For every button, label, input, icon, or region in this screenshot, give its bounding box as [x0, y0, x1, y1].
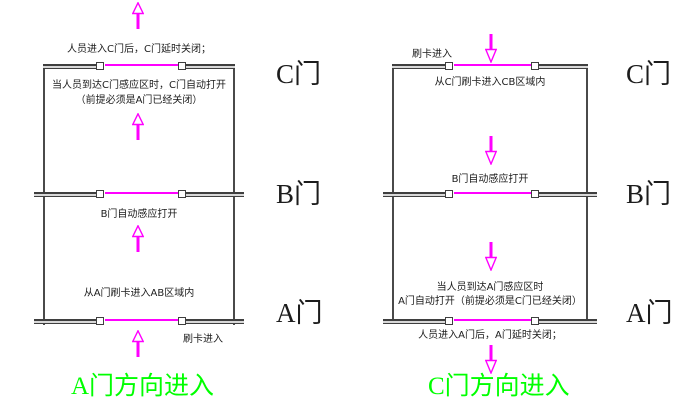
- door-sensor-icon: [445, 62, 453, 70]
- door-opening-line: [105, 319, 182, 321]
- down-arrow-icon: [484, 33, 498, 64]
- down-arrow-icon: [484, 241, 498, 272]
- wall-segment: [186, 64, 235, 69]
- right-flow-title: C门方向进入: [428, 373, 570, 400]
- door-a-edge-right: [383, 317, 597, 329]
- door-sensor-icon: [96, 62, 104, 70]
- left-bc-note-line1: 当人员到达C门感应区时，C门自动打开: [52, 80, 226, 91]
- left-bc-note-line2: （前提必须是A门已经关闭）: [75, 95, 203, 106]
- door-c-edge-right: [392, 62, 588, 74]
- door-c-edge-left: [43, 62, 235, 74]
- up-arrow-icon: [131, 224, 145, 253]
- door-sensor-icon: [531, 62, 539, 70]
- wall-segment: [539, 64, 588, 69]
- wall-segment: [186, 319, 244, 324]
- door-a-edge-left: [34, 317, 244, 329]
- door-opening-line: [105, 192, 182, 194]
- left-exit-caption: 人员进入C门后，C门延时关闭；: [67, 44, 211, 55]
- door-opening-line: [105, 64, 182, 66]
- door-opening-line: [454, 192, 535, 194]
- right-exit-caption: 人员进入A门后，A门延时关闭；: [418, 330, 562, 341]
- down-arrow-icon: [484, 344, 498, 375]
- wall-segment: [539, 319, 597, 324]
- wall-segment: [43, 64, 98, 69]
- left-ab-entry-note: 从A门刷卡进入AB区域内: [83, 288, 195, 299]
- door-label-c-right: C门: [626, 59, 672, 89]
- right-cb-sensor-note: B门自动感应打开: [451, 174, 529, 185]
- door-sensor-icon: [445, 190, 453, 198]
- left-swipe-label: 刷卡进入: [183, 334, 223, 345]
- door-sensor-icon: [178, 317, 186, 325]
- door-sensor-icon: [96, 317, 104, 325]
- wall-segment: [34, 319, 98, 324]
- door-sensor-icon: [531, 317, 539, 325]
- right-swipe-label: 刷卡进入: [412, 49, 452, 60]
- door-opening-line: [454, 319, 535, 321]
- wall-segment: [383, 192, 447, 197]
- left-ab-sensor-note: B门自动感应打开: [100, 209, 178, 220]
- wall-segment: [539, 192, 597, 197]
- down-arrow-icon: [484, 135, 498, 166]
- wall-segment: [383, 319, 447, 324]
- door-sensor-icon: [178, 190, 186, 198]
- right-cb-entry-note: 从C门刷卡进入CB区域内: [434, 77, 546, 88]
- left-flow-title: A门方向进入: [71, 373, 215, 400]
- up-arrow-icon: [131, 112, 145, 141]
- door-sensor-icon: [178, 62, 186, 70]
- wall-segment: [186, 192, 244, 197]
- door-label-b-left: B门: [276, 179, 322, 209]
- door-opening-line: [454, 64, 535, 66]
- door-b-edge-left: [34, 190, 244, 202]
- door-sensor-icon: [96, 190, 104, 198]
- up-arrow-icon: [131, 1, 145, 30]
- wall-segment: [392, 64, 447, 69]
- door-b-edge-right: [383, 190, 597, 202]
- right-ab-note-line1: 当人员到达A门感应区时: [436, 282, 544, 293]
- right-ab-note-line2: A门自动打开（前提必须是C门已经关闭）: [398, 296, 582, 307]
- door-label-a-left: A门: [276, 298, 323, 328]
- door-label-c-left: C门: [276, 59, 322, 89]
- up-arrow-icon: [131, 329, 145, 358]
- door-sensor-icon: [445, 317, 453, 325]
- door-label-a-right: A门: [626, 298, 673, 328]
- wall-segment: [34, 192, 98, 197]
- door-sensor-icon: [531, 190, 539, 198]
- door-label-b-right: B门: [626, 179, 672, 209]
